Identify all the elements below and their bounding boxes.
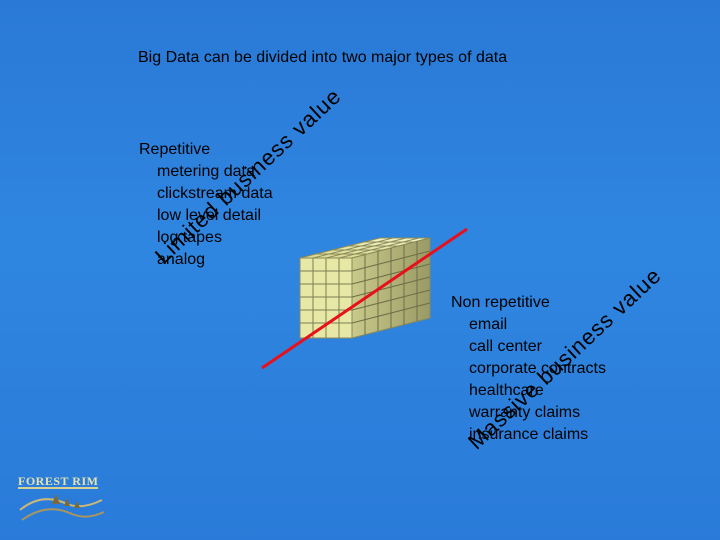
slide-title: Big Data can be divided into two major t…	[138, 49, 508, 66]
list-item: healthcare	[469, 382, 544, 399]
non-repetitive-heading: Non repetitive	[451, 294, 550, 311]
list-item: metering data	[157, 163, 255, 180]
list-item: email	[469, 316, 508, 333]
cube-grid	[299, 237, 431, 339]
logo-text: FOREST RIM	[18, 474, 99, 488]
repetitive-list: Repetitive metering data clickstream dat…	[139, 139, 273, 271]
divider-line	[261, 227, 468, 370]
list-item: log tapes	[157, 229, 222, 246]
list-item: warranty claims	[469, 404, 581, 421]
list-item: low level detail	[157, 207, 262, 224]
list-item: corporate contracts	[469, 360, 606, 377]
list-item: call center	[469, 338, 542, 355]
list-item: clickstream data	[157, 185, 273, 202]
forest-rim-logo-graphic	[18, 487, 105, 521]
non-repetitive-list: Non repetitive email call center corpora…	[451, 292, 606, 446]
list-item: analog	[157, 251, 206, 268]
forest-rim-logo: FOREST RIM	[12, 470, 107, 530]
list-item: insurance claims	[469, 426, 589, 443]
repetitive-heading: Repetitive	[139, 141, 211, 158]
